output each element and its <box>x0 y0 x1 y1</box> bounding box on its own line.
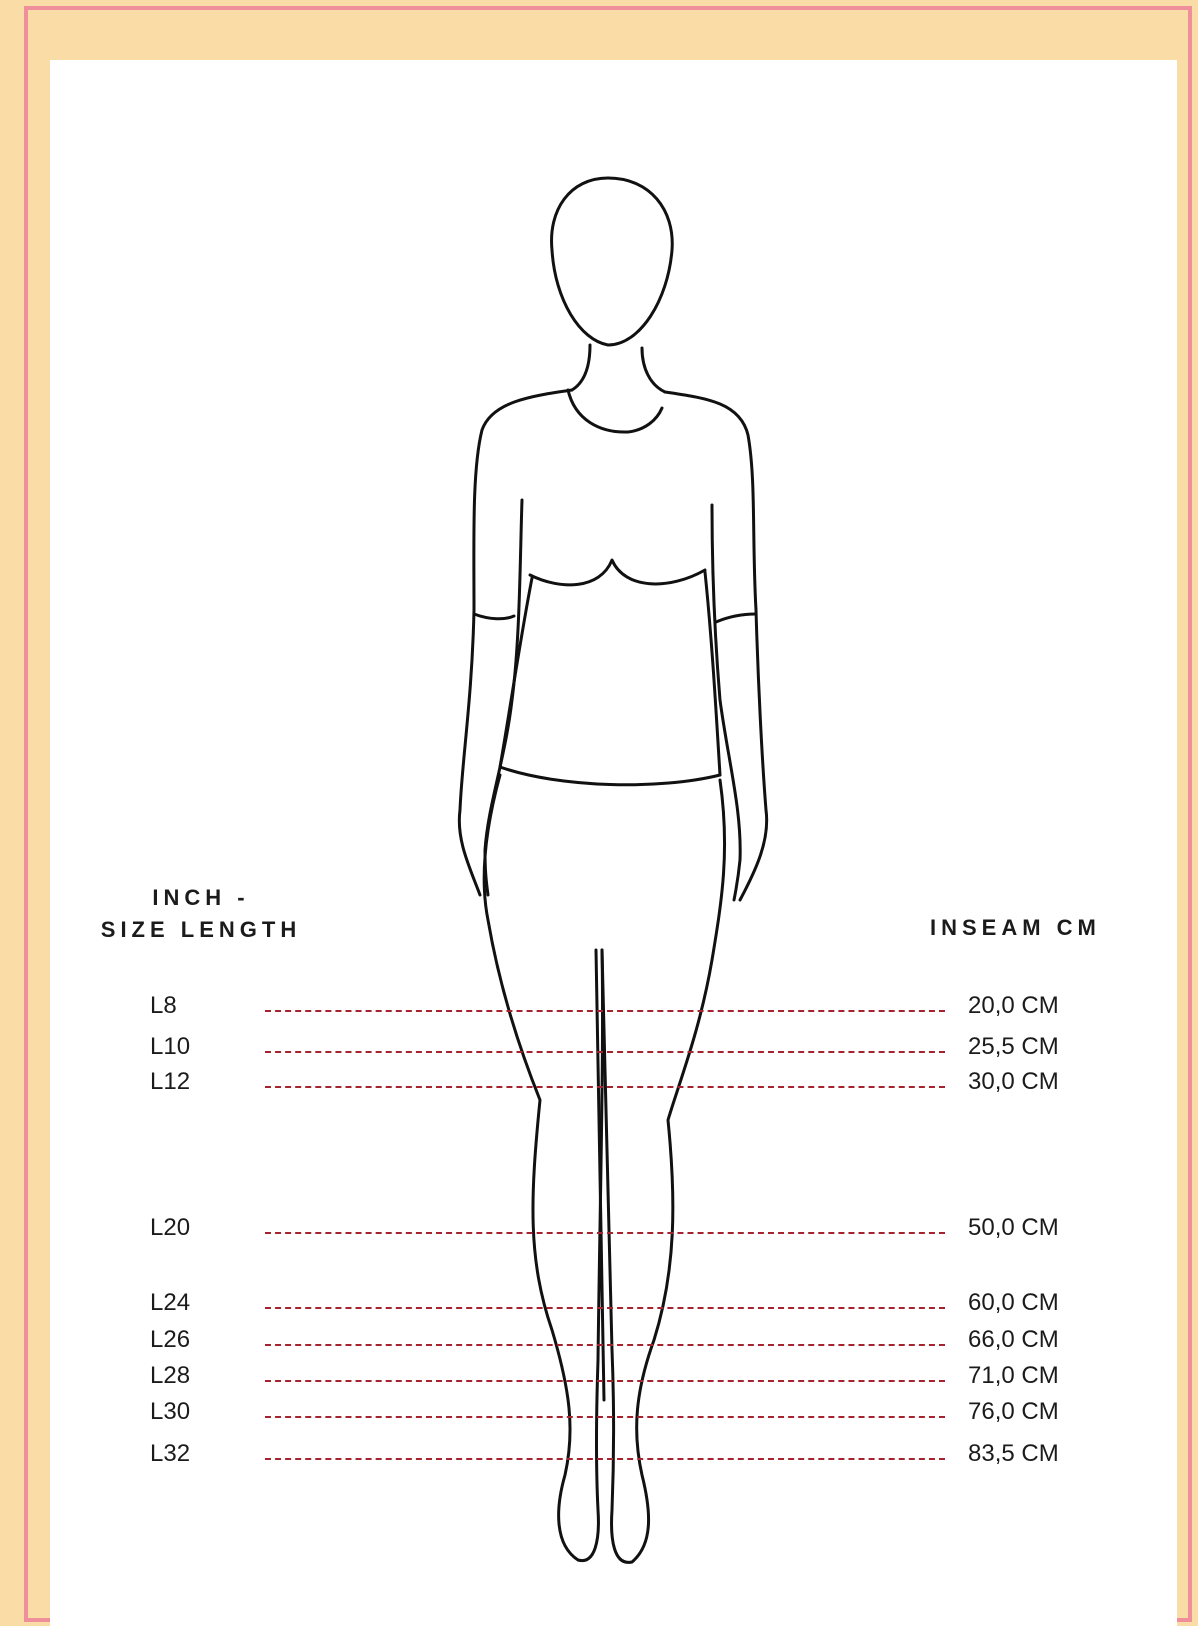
size-row: L28 71,0 CM <box>0 1361 1198 1391</box>
left-shoulder-arm <box>459 390 572 895</box>
size-row: L20 50,0 CM <box>0 1213 1198 1243</box>
inseam-value: 71,0 CM <box>968 1361 1059 1391</box>
size-row: L30 76,0 CM <box>0 1397 1198 1427</box>
left-elbow-band <box>474 614 514 619</box>
inseam-value: 66,0 CM <box>968 1325 1059 1355</box>
left-inner-arm <box>485 500 522 895</box>
left-torso <box>500 578 532 767</box>
inch-size-length-header: INCH - SIZE LENGTH <box>96 882 306 946</box>
neck-left <box>572 345 590 390</box>
inseam-value: 50,0 CM <box>968 1213 1059 1243</box>
measure-dash-line <box>265 1232 945 1234</box>
head-outline <box>552 178 673 345</box>
size-label: L26 <box>150 1325 190 1355</box>
measure-dash-line <box>265 1458 945 1460</box>
size-label: L32 <box>150 1439 190 1469</box>
measure-dash-line <box>265 1051 945 1053</box>
size-label: L24 <box>150 1288 190 1318</box>
size-label: L10 <box>150 1032 190 1062</box>
header-left-line1: INCH - <box>96 882 306 914</box>
size-row: L8 20,0 CM <box>0 991 1198 1021</box>
right-elbow-band <box>716 614 756 622</box>
measure-dash-line <box>265 1307 945 1309</box>
inseam-value: 83,5 CM <box>968 1439 1059 1469</box>
size-label: L8 <box>150 991 177 1021</box>
measure-dash-line <box>265 1086 945 1088</box>
waist-band <box>500 767 720 785</box>
header-left-line2: SIZE LENGTH <box>96 914 306 946</box>
size-row: L26 66,0 CM <box>0 1325 1198 1355</box>
measure-dash-line <box>265 1010 945 1012</box>
size-row: L24 60,0 CM <box>0 1288 1198 1318</box>
size-label: L30 <box>150 1397 190 1427</box>
size-row: L32 83,5 CM <box>0 1439 1198 1469</box>
inseam-value: 60,0 CM <box>968 1288 1059 1318</box>
inseam-value: 25,5 CM <box>968 1032 1059 1062</box>
measure-dash-line <box>265 1344 945 1346</box>
size-row: L12 30,0 CM <box>0 1067 1198 1097</box>
size-label: L20 <box>150 1213 190 1243</box>
measure-dash-line <box>265 1380 945 1382</box>
size-row: L10 25,5 CM <box>0 1032 1198 1062</box>
inseam-value: 20,0 CM <box>968 991 1059 1021</box>
bust-line <box>530 560 705 585</box>
measure-dash-line <box>265 1416 945 1418</box>
neck-right <box>642 348 665 392</box>
inseam-value: 76,0 CM <box>968 1397 1059 1427</box>
inseam-value: 30,0 CM <box>968 1067 1059 1097</box>
inseam-cm-header: INSEAM CM <box>930 912 1140 944</box>
neckline <box>568 390 662 432</box>
size-label: L12 <box>150 1067 190 1097</box>
size-label: L28 <box>150 1361 190 1391</box>
